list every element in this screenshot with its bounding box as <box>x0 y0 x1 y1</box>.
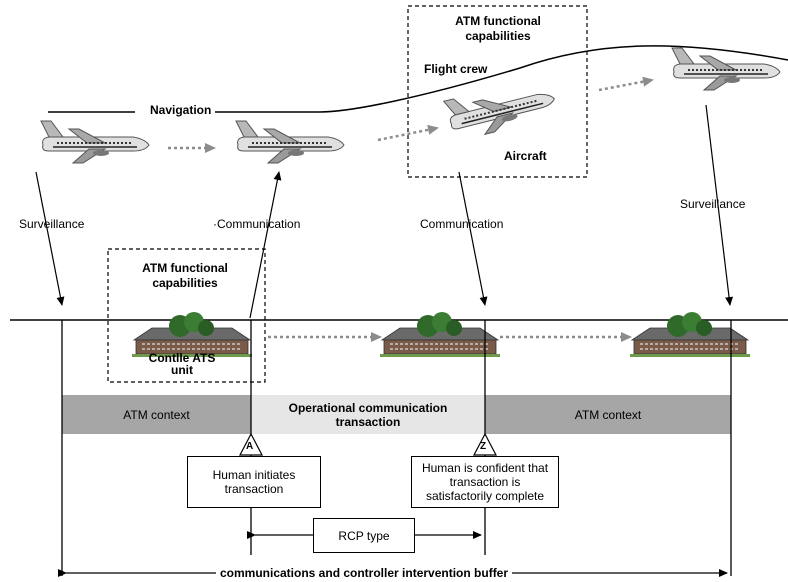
aircraft-middle-icon <box>235 120 345 164</box>
ats-unit-building-3 <box>629 311 751 358</box>
marker-z-label: Z <box>480 441 487 452</box>
ats-unit-label: Contlle ATS unit <box>148 351 216 377</box>
surveillance-right-label: Surveillance <box>680 197 746 211</box>
communication-left-label: ·Communication <box>213 217 301 231</box>
navigation-label: Navigation <box>150 103 212 117</box>
atm-capabilities-ground-box <box>107 248 266 383</box>
aircraft-label: Aircraft <box>504 149 547 163</box>
dotted-arrow-air-2 <box>377 124 439 142</box>
human-initiates-box: Human initiates transaction <box>187 456 321 508</box>
atm-capabilities-bottom-label: ATM functional capabilities <box>142 261 228 290</box>
communication-arrow-up <box>249 171 282 319</box>
rcp-type-box: RCP type <box>313 518 415 553</box>
communication-right-label: Communication <box>420 217 504 231</box>
marker-z-triangle <box>473 432 497 456</box>
buffer-label: communications and controller interventi… <box>216 566 513 580</box>
flight-path-curve <box>215 45 788 113</box>
flight-crew-label: Flight crew <box>424 62 488 76</box>
atm-context-bar-left <box>62 395 251 434</box>
atm-context-right-label: ATM context <box>574 407 642 422</box>
marker-a-triangle <box>239 432 263 456</box>
marker-a-label: A <box>246 441 254 452</box>
human-confident-box: Human is confident that transaction is s… <box>411 456 559 508</box>
surveillance-arrow-left <box>35 171 65 306</box>
ats-unit-building-2 <box>379 311 501 358</box>
surveillance-left-label: Surveillance <box>19 217 85 231</box>
surveillance-arrow-right <box>705 104 734 306</box>
atm-capabilities-top-label: ATM functional capabilities <box>455 14 541 43</box>
atm-context-bar-right <box>485 395 731 434</box>
dotted-arrow-air-3 <box>598 76 654 92</box>
operational-transaction-bar <box>251 395 485 434</box>
operational-transaction-label: Operational communication transaction <box>288 400 448 429</box>
communication-arrow-down <box>458 171 488 306</box>
atm-context-left-label: ATM context <box>123 407 190 422</box>
aircraft-right-icon <box>671 47 781 91</box>
aircraft-left-icon <box>40 120 150 164</box>
